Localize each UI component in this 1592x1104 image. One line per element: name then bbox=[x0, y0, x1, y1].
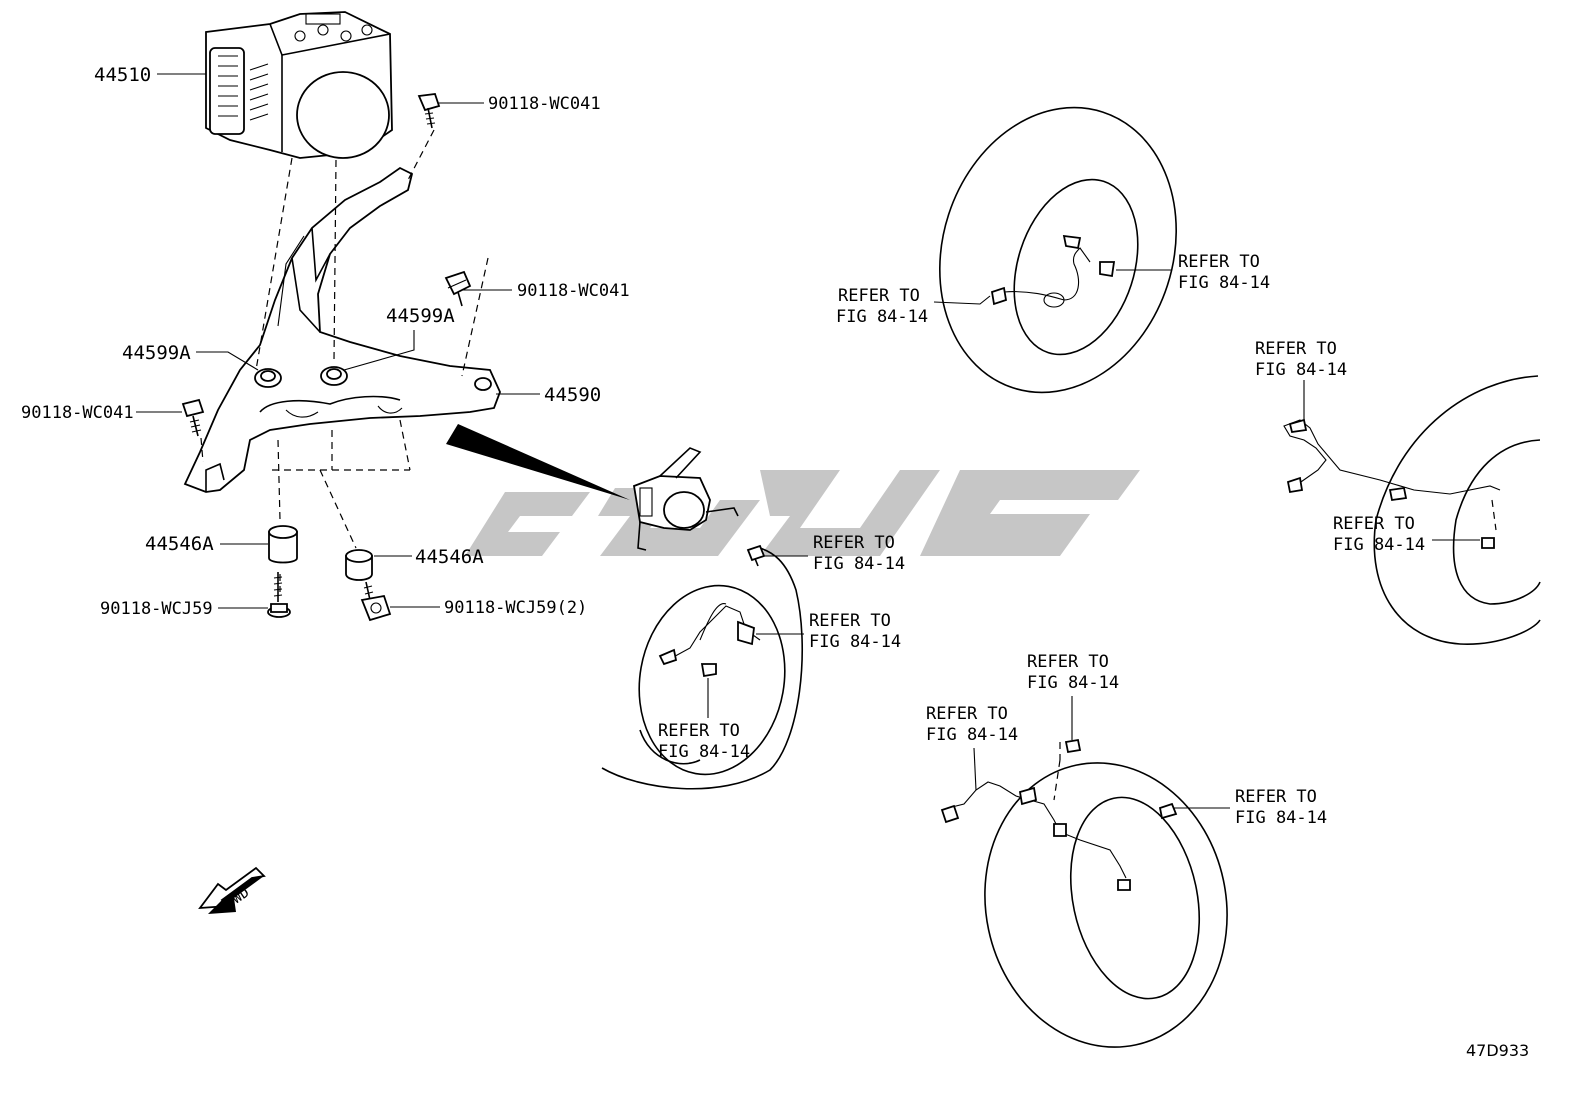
svg-text:REFER TO: REFER TO bbox=[658, 721, 740, 741]
bolt-top-part bbox=[417, 93, 441, 129]
svg-text:FIG 84-14: FIG 84-14 bbox=[1333, 535, 1425, 555]
cushion-lower-right-part bbox=[345, 549, 373, 581]
wheel-rear-right bbox=[1283, 375, 1541, 645]
label-bolt-left: 90118-WC041 bbox=[21, 403, 134, 423]
wheel-front-right bbox=[939, 106, 1177, 394]
svg-text:FIG 84-14: FIG 84-14 bbox=[1235, 808, 1327, 828]
ref-front-left-mid: REFER TO FIG 84-14 bbox=[809, 611, 901, 652]
svg-text:REFER TO: REFER TO bbox=[1027, 652, 1109, 672]
ref-front-left-bottom: REFER TO FIG 84-14 bbox=[658, 721, 750, 762]
label-actuator: 44510 bbox=[94, 64, 151, 86]
ref-front-right-left: REFER TO FIG 84-14 bbox=[836, 286, 928, 327]
ref-rear-right-top: REFER TO FIG 84-14 bbox=[1255, 339, 1347, 380]
fwd-arrow: FWD bbox=[198, 866, 266, 914]
cushion-upper-left-part bbox=[254, 368, 282, 388]
callout-pointer bbox=[446, 424, 630, 500]
cushion-upper-right-part bbox=[320, 366, 348, 386]
label-cushion-upper-left: 44599A bbox=[122, 342, 191, 364]
label-bolt-lower-right: 90118-WCJ59(2) bbox=[444, 598, 587, 618]
label-bolt-mid: 90118-WC041 bbox=[517, 281, 630, 301]
assembly-location-view bbox=[632, 447, 739, 551]
ref-rear-right-mid: REFER TO FIG 84-14 bbox=[1333, 514, 1425, 555]
ref-rear-left-left: REFER TO FIG 84-14 bbox=[926, 704, 1018, 745]
ref-rear-left-right: REFER TO FIG 84-14 bbox=[1235, 787, 1327, 828]
svg-text:FIG 84-14: FIG 84-14 bbox=[1255, 360, 1347, 380]
bracket-part bbox=[183, 166, 501, 493]
svg-text:REFER TO: REFER TO bbox=[809, 611, 891, 631]
svg-text:REFER TO: REFER TO bbox=[1178, 252, 1260, 272]
label-bolt-top: 90118-WC041 bbox=[488, 94, 601, 114]
svg-text:FIG 84-14: FIG 84-14 bbox=[1027, 673, 1119, 693]
ref-front-left-top: REFER TO FIG 84-14 bbox=[813, 533, 905, 574]
leader-lines bbox=[136, 73, 1480, 809]
watermark-logo bbox=[465, 470, 1140, 556]
bolt-lower-right-part bbox=[360, 581, 392, 622]
diagram-id: 47D933 bbox=[1466, 1041, 1529, 1060]
svg-text:REFER TO: REFER TO bbox=[813, 533, 895, 553]
bolt-left-part bbox=[181, 398, 205, 437]
label-bolt-lower-left: 90118-WCJ59 bbox=[100, 599, 213, 619]
bolt-lower-left-part bbox=[267, 572, 291, 618]
ref-front-right-right: REFER TO FIG 84-14 bbox=[1178, 252, 1270, 293]
wheel-front-left bbox=[601, 544, 804, 790]
ref-rear-left-top: REFER TO FIG 84-14 bbox=[1027, 652, 1119, 693]
svg-text:FIG 84-14: FIG 84-14 bbox=[809, 632, 901, 652]
abs-actuator-part bbox=[205, 11, 393, 159]
label-cushion-lower-right: 44546A bbox=[415, 546, 484, 568]
reference-labels: REFER TO FIG 84-14 REFER TO FIG 84-14 RE… bbox=[658, 252, 1425, 828]
cushion-lower-left-part bbox=[268, 525, 298, 564]
assembly-lines bbox=[200, 129, 489, 592]
label-cushion-upper-right: 44599A bbox=[386, 305, 455, 327]
svg-text:REFER TO: REFER TO bbox=[1255, 339, 1337, 359]
svg-text:FIG 84-14: FIG 84-14 bbox=[926, 725, 1018, 745]
svg-text:FIG 84-14: FIG 84-14 bbox=[658, 742, 750, 762]
svg-text:FIG 84-14: FIG 84-14 bbox=[813, 554, 905, 574]
bolt-mid-part bbox=[444, 270, 472, 307]
label-cushion-lower-left: 44546A bbox=[145, 533, 214, 555]
svg-text:FIG 84-14: FIG 84-14 bbox=[836, 307, 928, 327]
svg-text:REFER TO: REFER TO bbox=[1235, 787, 1317, 807]
svg-text:REFER TO: REFER TO bbox=[838, 286, 920, 306]
wheel-rear-left bbox=[940, 738, 1228, 1048]
svg-text:REFER TO: REFER TO bbox=[1333, 514, 1415, 534]
label-bracket: 44590 bbox=[544, 384, 601, 406]
svg-text:FIG 84-14: FIG 84-14 bbox=[1178, 273, 1270, 293]
svg-text:REFER TO: REFER TO bbox=[926, 704, 1008, 724]
part-labels: 44510 90118-WC041 90118-WC041 44599A 445… bbox=[21, 64, 630, 619]
